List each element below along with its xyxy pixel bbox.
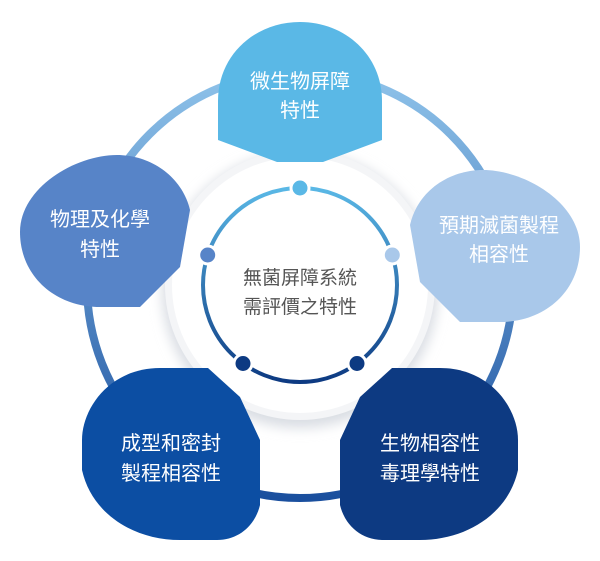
center-title-line1: 無菌屏障系統 bbox=[243, 267, 357, 289]
inner-ring-dot bbox=[346, 353, 368, 374]
node-sterilization-compatibility-line2: 相容性 bbox=[469, 242, 529, 266]
node-biocompatibility: 生物相容性 毒理學特性 bbox=[340, 368, 518, 540]
node-physical-chemical: 物理及化學 特性 bbox=[20, 155, 190, 307]
node-forming-sealing: 成型和密封 製程相容性 bbox=[82, 368, 260, 540]
node-sterilization-compatibility-line1: 預期滅菌製程 bbox=[439, 213, 559, 237]
node-sterilization-compatibility: 預期滅菌製程 相容性 bbox=[410, 170, 580, 322]
node-physical-chemical-line1: 物理及化學 bbox=[50, 207, 150, 231]
inner-ring-dot bbox=[289, 177, 311, 199]
center-disc-inner bbox=[172, 157, 428, 413]
inner-ring-dot bbox=[381, 244, 403, 266]
node-microbial-barrier-line2: 特性 bbox=[280, 98, 320, 122]
node-forming-sealing-line1: 成型和密封 bbox=[121, 431, 221, 455]
node-microbial-barrier: 微生物屏障 特性 bbox=[218, 22, 382, 162]
node-physical-chemical-line2: 特性 bbox=[80, 237, 120, 261]
center-title-line2: 需評價之特性 bbox=[243, 296, 357, 318]
inner-ring-dot bbox=[232, 353, 254, 374]
node-forming-sealing-line2: 製程相容性 bbox=[121, 461, 221, 485]
inner-ring-dot bbox=[197, 244, 219, 266]
node-microbial-barrier-line1: 微生物屏障 bbox=[250, 69, 350, 93]
node-biocompatibility-line2: 毒理學特性 bbox=[380, 461, 480, 485]
node-biocompatibility-line1: 生物相容性 bbox=[380, 431, 480, 455]
